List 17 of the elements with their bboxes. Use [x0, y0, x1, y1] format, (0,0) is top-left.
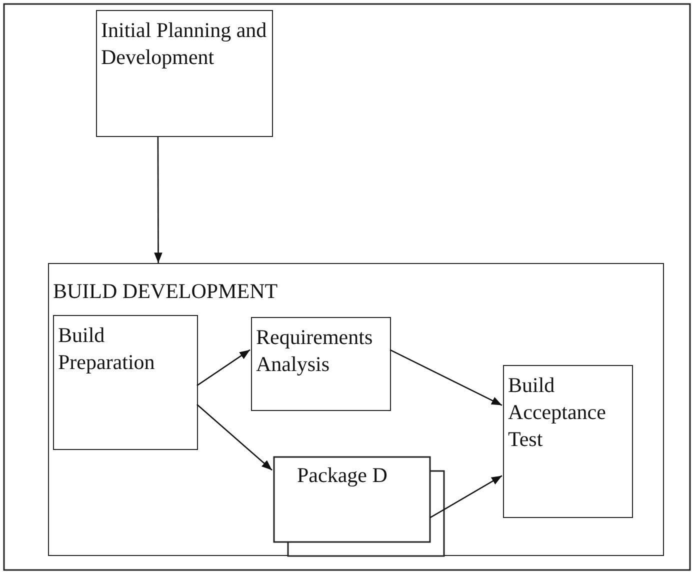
- arrow: [196, 349, 250, 386]
- process-box: [53, 315, 198, 450]
- node-label: Build Acceptance Test: [508, 372, 607, 453]
- node-label: Package D: [297, 462, 388, 489]
- node-label: Build Preparation: [58, 322, 156, 376]
- arrow: [196, 404, 272, 471]
- stacked-process-box: [273, 456, 445, 557]
- node-label: Requirements Analysis: [256, 324, 374, 378]
- process-box: [251, 317, 391, 411]
- arrow: [430, 475, 502, 518]
- process-box: [96, 10, 273, 137]
- arrow: [154, 137, 162, 263]
- process-box: [503, 365, 633, 518]
- node-label: Initial Planning and Development: [101, 17, 268, 71]
- arrow: [390, 349, 502, 406]
- node-label: BUILD DEVELOPMENT: [53, 278, 279, 305]
- group-box: [48, 263, 664, 556]
